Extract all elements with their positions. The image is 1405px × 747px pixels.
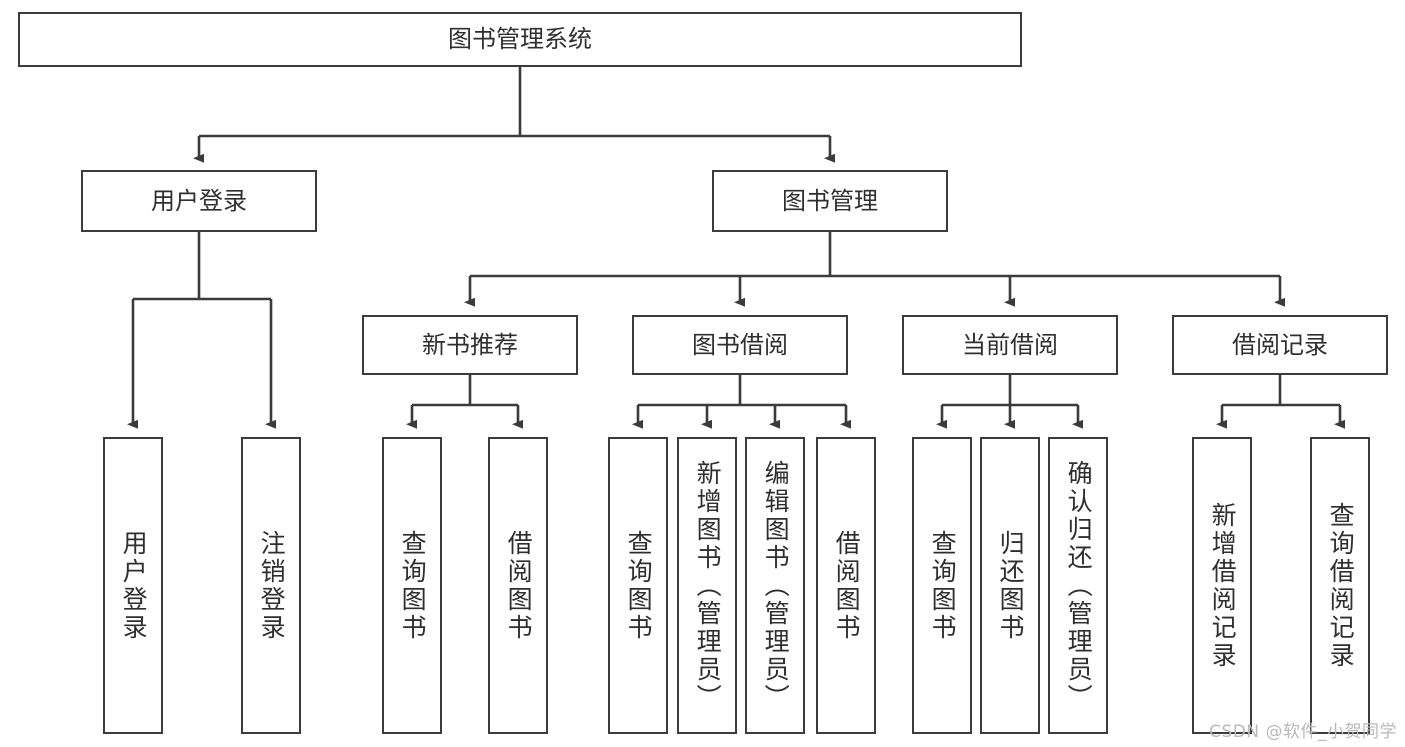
node-label: 当前借阅 bbox=[962, 330, 1058, 359]
node-label: 查询借阅记录 bbox=[1326, 501, 1356, 670]
node-current-borrow[interactable]: 当前借阅 bbox=[902, 315, 1118, 375]
node-label: 查询图书 bbox=[624, 529, 654, 642]
leaf-borrow-add-book-admin[interactable]: 新增图书（管理员） bbox=[677, 437, 737, 734]
node-label: 借阅图书 bbox=[504, 529, 534, 642]
leaf-borrow-borrow-book[interactable]: 借阅图书 bbox=[816, 437, 876, 734]
leaf-record-add-record[interactable]: 新增借阅记录 bbox=[1192, 437, 1252, 734]
node-label: 用户登录 bbox=[119, 529, 149, 642]
node-user-login[interactable]: 用户登录 bbox=[81, 170, 317, 232]
node-label: 确认归还（管理员） bbox=[1064, 459, 1094, 712]
node-book-borrow[interactable]: 图书借阅 bbox=[632, 315, 848, 375]
leaf-recommend-query-book[interactable]: 查询图书 bbox=[382, 437, 442, 734]
node-label: 借阅记录 bbox=[1232, 330, 1328, 359]
leaf-borrow-edit-book-admin[interactable]: 编辑图书（管理员） bbox=[745, 437, 805, 734]
node-label: 新书推荐 bbox=[422, 330, 518, 359]
node-label: 用户登录 bbox=[151, 186, 247, 215]
node-label: 新增借阅记录 bbox=[1208, 501, 1238, 670]
node-label: 查询图书 bbox=[928, 529, 958, 642]
leaf-current-confirm-return-admin[interactable]: 确认归还（管理员） bbox=[1048, 437, 1108, 734]
node-label: 图书借阅 bbox=[692, 330, 788, 359]
leaf-current-return-book[interactable]: 归还图书 bbox=[980, 437, 1040, 734]
leaf-current-query-book[interactable]: 查询图书 bbox=[912, 437, 972, 734]
csdn-watermark: CSDN @软件_小贺同学 bbox=[1209, 722, 1397, 742]
node-label: 图书管理 bbox=[782, 186, 878, 215]
leaf-borrow-query-book[interactable]: 查询图书 bbox=[608, 437, 668, 734]
node-book-management[interactable]: 图书管理 bbox=[712, 170, 948, 232]
node-label: 归还图书 bbox=[996, 529, 1026, 642]
node-label: 借阅图书 bbox=[832, 529, 862, 642]
leaf-recommend-borrow-book[interactable]: 借阅图书 bbox=[488, 437, 548, 734]
node-root-system[interactable]: 图书管理系统 bbox=[18, 12, 1022, 67]
node-label: 注销登录 bbox=[257, 529, 287, 642]
node-borrow-record[interactable]: 借阅记录 bbox=[1172, 315, 1388, 375]
node-label: 编辑图书（管理员） bbox=[761, 459, 791, 712]
leaf-record-query-record[interactable]: 查询借阅记录 bbox=[1310, 437, 1370, 734]
node-new-book-recommend[interactable]: 新书推荐 bbox=[362, 315, 578, 375]
node-label: 图书管理系统 bbox=[448, 25, 592, 54]
node-label: 新增图书（管理员） bbox=[693, 459, 723, 712]
leaf-user-login-signout[interactable]: 注销登录 bbox=[241, 437, 301, 734]
leaf-user-login-signin[interactable]: 用户登录 bbox=[103, 437, 163, 734]
node-label: 查询图书 bbox=[398, 529, 428, 642]
